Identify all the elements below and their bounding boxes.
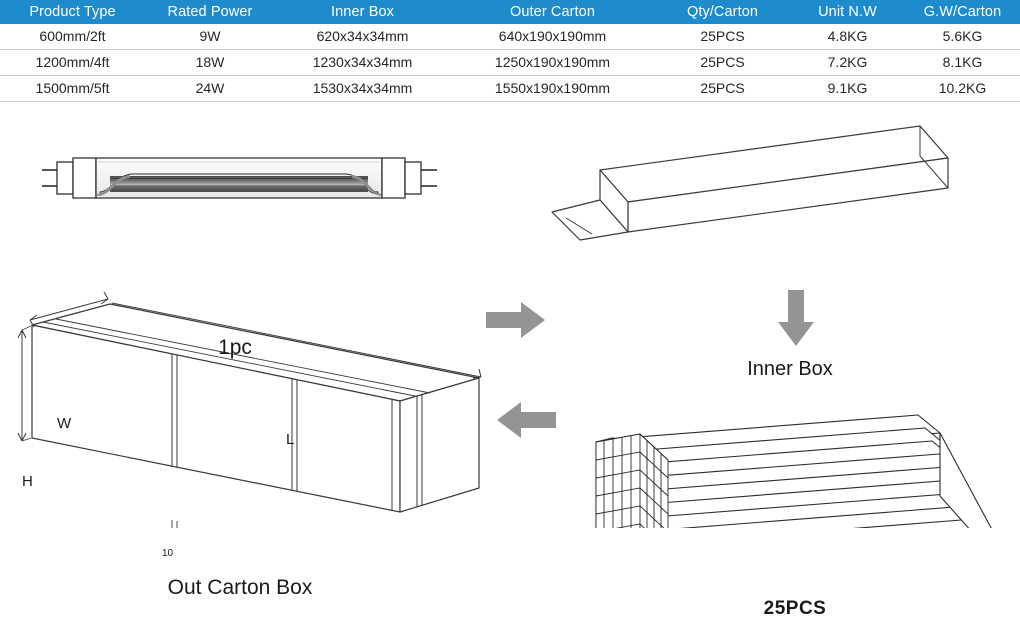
arrow-down-icon xyxy=(778,290,814,346)
cell-outer-carton: 1250x190x190mm xyxy=(450,49,655,76)
cell-product-type: 1500mm/5ft xyxy=(0,75,145,102)
cell-inner-box: 620x34x34mm xyxy=(275,24,450,50)
box-bundle-icon xyxy=(595,414,992,528)
table-row: 600mm/2ft 9W 620x34x34mm 640x190x190mm 2… xyxy=(0,24,1020,50)
dimension-label-tape-width: 10 xyxy=(162,548,174,559)
packing-spec-table: Product Type Rated Power Inner Box Outer… xyxy=(0,0,1020,102)
table-row: 1500mm/5ft 24W 1530x34x34mm 1550x190x190… xyxy=(0,75,1020,102)
cell-gw-carton: 10.2KG xyxy=(905,75,1020,102)
cell-unit-nw: 4.8KG xyxy=(790,24,905,50)
cell-gw-carton: 5.6KG xyxy=(905,24,1020,50)
tube-caption: 1pc xyxy=(218,336,252,359)
inner-box-icon xyxy=(551,125,949,241)
column-header-product-type: Product Type xyxy=(0,0,145,24)
carton-dimension-guides xyxy=(17,291,482,528)
column-header-outer-carton: Outer Carton xyxy=(450,0,655,24)
table-header-row: Product Type Rated Power Inner Box Outer… xyxy=(0,0,1020,24)
inner-box-caption: Inner Box xyxy=(747,358,833,380)
outer-carton-caption: Out Carton Box xyxy=(167,576,313,599)
packing-flow-svg xyxy=(17,125,992,528)
cell-outer-carton: 1550x190x190mm xyxy=(450,75,655,102)
arrow-right-icon xyxy=(486,302,545,338)
cell-rated-power: 18W xyxy=(145,49,275,76)
cell-qty-carton: 25PCS xyxy=(655,24,790,50)
cell-rated-power: 9W xyxy=(145,24,275,50)
column-header-inner-box: Inner Box xyxy=(275,0,450,24)
dimension-label-length: L xyxy=(286,431,295,448)
column-header-qty-carton: Qty/Carton xyxy=(655,0,790,24)
column-header-rated-power: Rated Power xyxy=(145,0,275,24)
cell-inner-box: 1530x34x34mm xyxy=(275,75,450,102)
cell-rated-power: 24W xyxy=(145,75,275,102)
cell-inner-box: 1230x34x34mm xyxy=(275,49,450,76)
dimension-label-height: H xyxy=(22,473,33,490)
cell-qty-carton: 25PCS xyxy=(655,49,790,76)
outer-carton-icon xyxy=(31,303,480,513)
cell-outer-carton: 640x190x190mm xyxy=(450,24,655,50)
column-header-unit-nw: Unit N.W xyxy=(790,0,905,24)
cell-qty-carton: 25PCS xyxy=(655,75,790,102)
arrow-left-icon xyxy=(497,402,556,438)
cell-gw-carton: 8.1KG xyxy=(905,49,1020,76)
cell-product-type: 1200mm/4ft xyxy=(0,49,145,76)
column-header-gw-carton: G.W/Carton xyxy=(905,0,1020,24)
bundle-caption: 25PCS xyxy=(763,598,827,619)
cell-unit-nw: 9.1KG xyxy=(790,75,905,102)
cell-unit-nw: 7.2KG xyxy=(790,49,905,76)
packing-flow-diagram: 1pc Inner Box Out Carton Box 25PCS W H L… xyxy=(0,108,1020,619)
table-row: 1200mm/4ft 18W 1230x34x34mm 1250x190x190… xyxy=(0,49,1020,76)
led-tube-icon xyxy=(42,157,437,199)
cell-product-type: 600mm/2ft xyxy=(0,24,145,50)
dimension-label-width: W xyxy=(57,415,72,432)
